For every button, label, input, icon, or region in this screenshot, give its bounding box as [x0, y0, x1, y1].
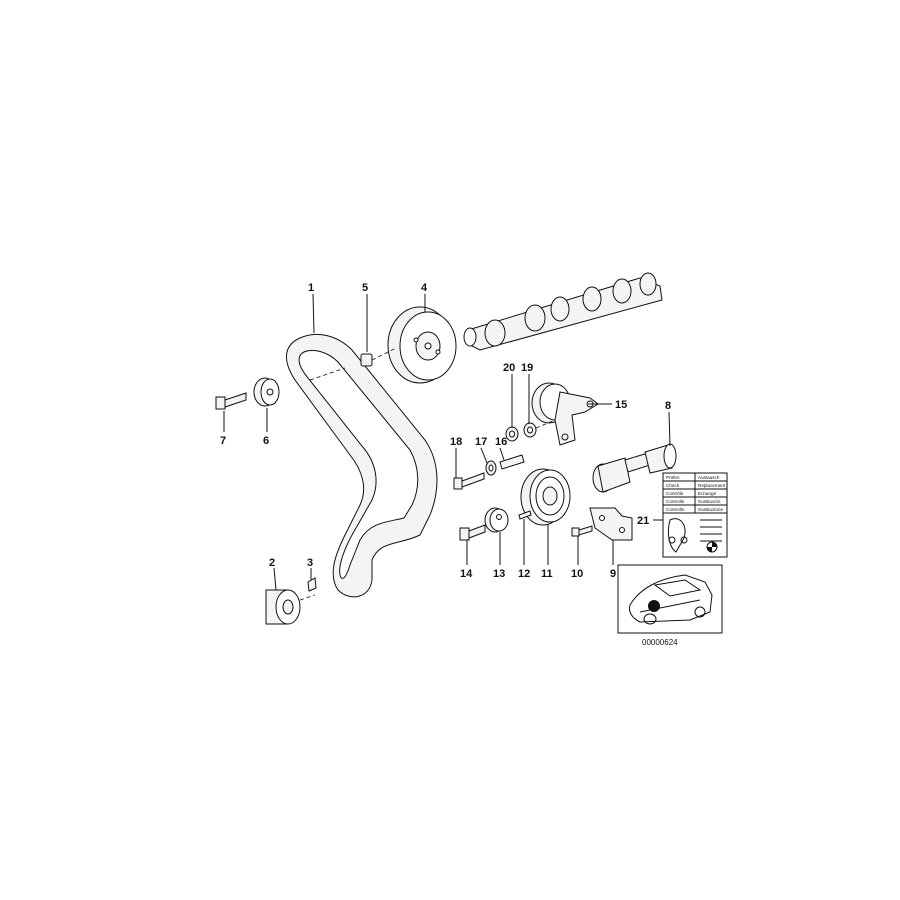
callout-3: 3 [307, 557, 313, 569]
washer-20[interactable] [505, 426, 519, 442]
washer-19[interactable] [523, 422, 537, 438]
callout-8: 8 [665, 400, 671, 412]
table-row-2-left: Check [666, 483, 680, 488]
tensioner-assembly[interactable] [531, 382, 599, 446]
callout-15: 15 [615, 399, 627, 411]
diagram-code: 00000624 [642, 638, 678, 647]
callout-20: 20 [503, 362, 515, 374]
callout-1: 1 [308, 282, 314, 294]
callout-18: 18 [450, 436, 462, 448]
callout-19: 19 [521, 362, 533, 374]
hex-bolt-7[interactable] [215, 392, 247, 410]
table-row-4-left: Controlle [666, 499, 685, 504]
callout-16: 16 [495, 436, 507, 448]
timing-belt[interactable] [286, 334, 438, 598]
table-row-3-left: Contrôle [666, 491, 684, 496]
callout-12: 12 [518, 568, 530, 580]
table-row-3-right: Echange [698, 491, 717, 496]
table-row-4-right: Sustitución [698, 499, 721, 504]
table-row-2-right: Replacement [698, 483, 726, 488]
pin-12[interactable] [518, 510, 532, 520]
callout-10: 10 [571, 568, 583, 580]
callout-labels: 1 5 4 7 6 2 3 8 15 20 19 18 17 16 14 13 … [220, 282, 671, 580]
hex-bolt-14[interactable] [459, 524, 486, 541]
hub-washer[interactable] [253, 377, 280, 407]
table-row-1-left: Prüfen [666, 475, 680, 480]
callout-17: 17 [475, 436, 487, 448]
service-label[interactable]: Prüfen Austausch Check Replacement Contr… [662, 472, 728, 558]
camshaft-sprocket[interactable] [387, 306, 457, 384]
callout-4: 4 [421, 282, 428, 294]
eccentric-13[interactable] [484, 507, 509, 533]
ring-17[interactable] [485, 460, 497, 476]
callout-11: 11 [541, 568, 553, 580]
dowel-sleeve[interactable] [360, 347, 397, 367]
woodruff-key[interactable] [307, 577, 317, 592]
tension-pulley[interactable] [520, 468, 571, 526]
callout-2: 2 [269, 557, 275, 569]
callout-21: 21 [637, 515, 649, 527]
table-row-5-right: Sostituzione [698, 507, 723, 512]
table-row-1-right: Austausch [698, 475, 720, 480]
callout-14: 14 [460, 568, 473, 580]
table-row-5-left: Controllo [666, 507, 685, 512]
location-marker-icon [648, 600, 660, 612]
intermediate-shaft[interactable] [592, 443, 677, 493]
callout-9: 9 [610, 568, 616, 580]
spacer-sleeve[interactable] [499, 454, 525, 470]
screw-10[interactable] [571, 525, 593, 537]
callout-13: 13 [493, 568, 505, 580]
tensioner-bracket[interactable] [589, 507, 633, 541]
callout-5: 5 [362, 282, 368, 294]
hex-bolt-18[interactable] [453, 472, 485, 490]
callout-7: 7 [220, 435, 226, 447]
callout-6: 6 [263, 435, 269, 447]
leader-lines [223, 293, 671, 591]
crankshaft-sprocket[interactable] [265, 589, 316, 625]
vehicle-locator-inset [617, 564, 723, 634]
camshaft[interactable] [463, 272, 663, 351]
